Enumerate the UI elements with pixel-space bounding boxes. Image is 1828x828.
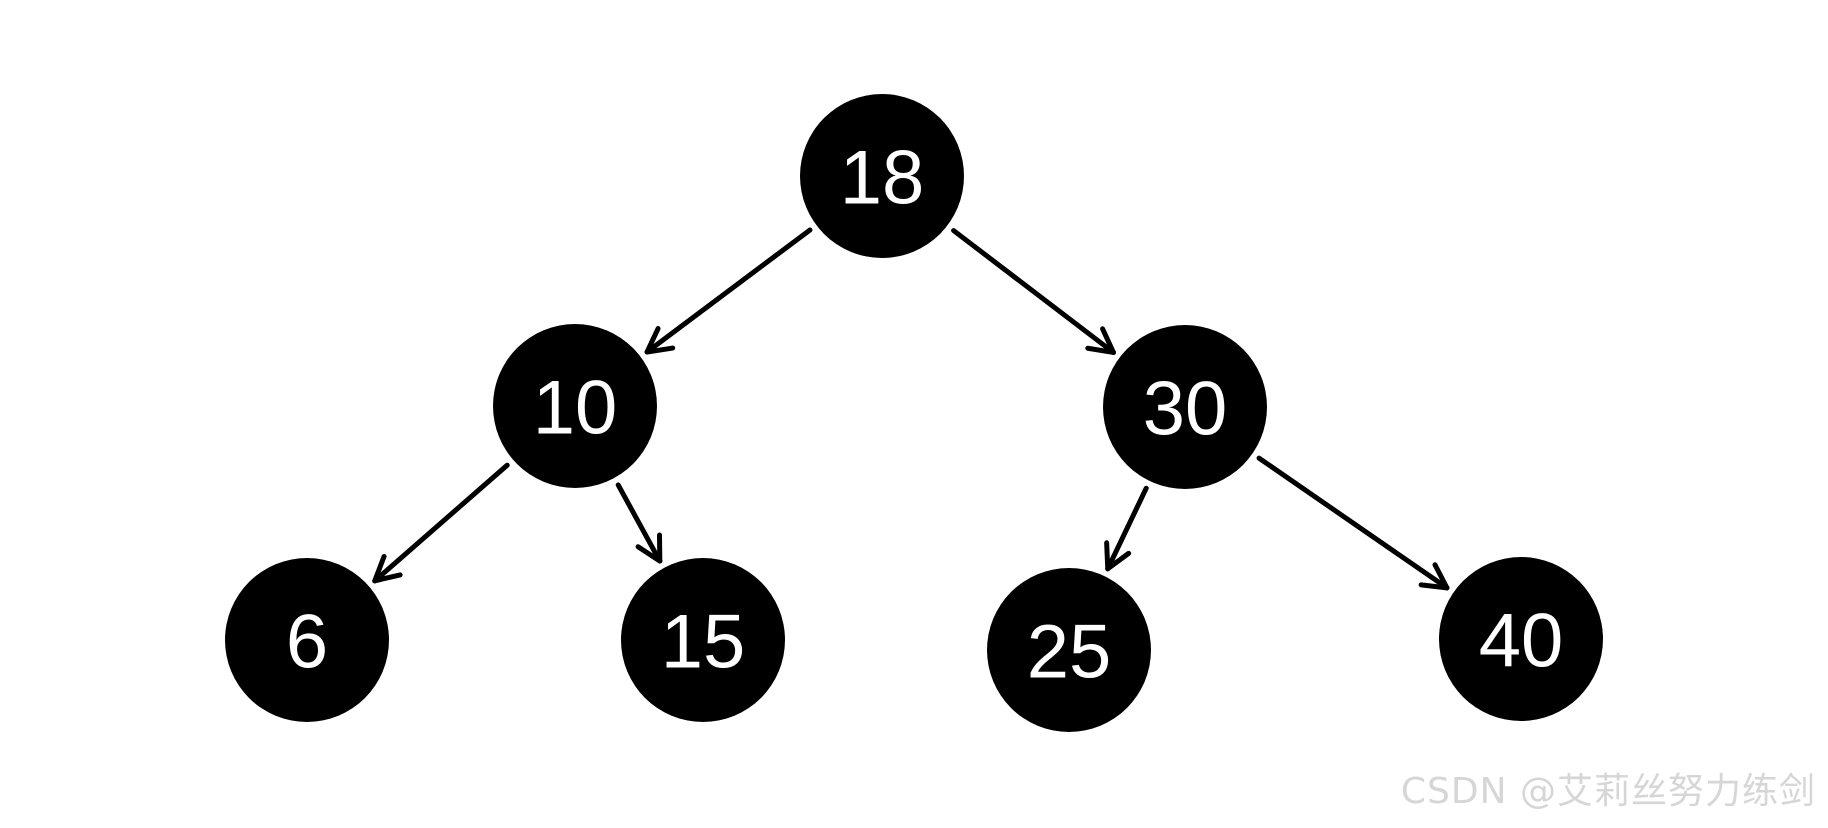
tree-node-label: 25	[1027, 609, 1112, 694]
tree-edge-18-30	[951, 228, 1116, 355]
tree-edge-18-10	[644, 227, 813, 355]
tree-node-circle	[493, 324, 657, 488]
tree-node-18: 18	[800, 94, 964, 258]
tree-node-circle	[621, 558, 785, 722]
tree-edge-10-15	[615, 482, 663, 564]
tree-node-30: 30	[1103, 325, 1267, 489]
tree-node-circle	[800, 94, 964, 258]
tree-node-10: 10	[493, 324, 657, 488]
tree-node-label: 18	[840, 135, 925, 220]
tree-node-25: 25	[987, 568, 1151, 732]
tree-node-label: 30	[1143, 366, 1228, 451]
tree-node-circle	[1103, 325, 1267, 489]
tree-edge-30-25	[1104, 485, 1149, 572]
tree-node-label: 40	[1479, 598, 1564, 683]
tree-node-label: 10	[533, 365, 618, 450]
tree-node-circle	[1439, 557, 1603, 721]
tree-edge-30-40	[1256, 455, 1450, 591]
tree-node-label: 15	[661, 599, 746, 684]
tree-node-circle	[987, 568, 1151, 732]
watermark: CSDN @艾莉丝努力练剑	[1400, 771, 1816, 812]
tree-node-label: 6	[286, 599, 328, 684]
tree-edge-10-6	[372, 462, 510, 584]
tree-node-15: 15	[621, 558, 785, 722]
tree-node-40: 40	[1439, 557, 1603, 721]
tree-node-6: 6	[225, 558, 389, 722]
tree-node-circle	[225, 558, 389, 722]
